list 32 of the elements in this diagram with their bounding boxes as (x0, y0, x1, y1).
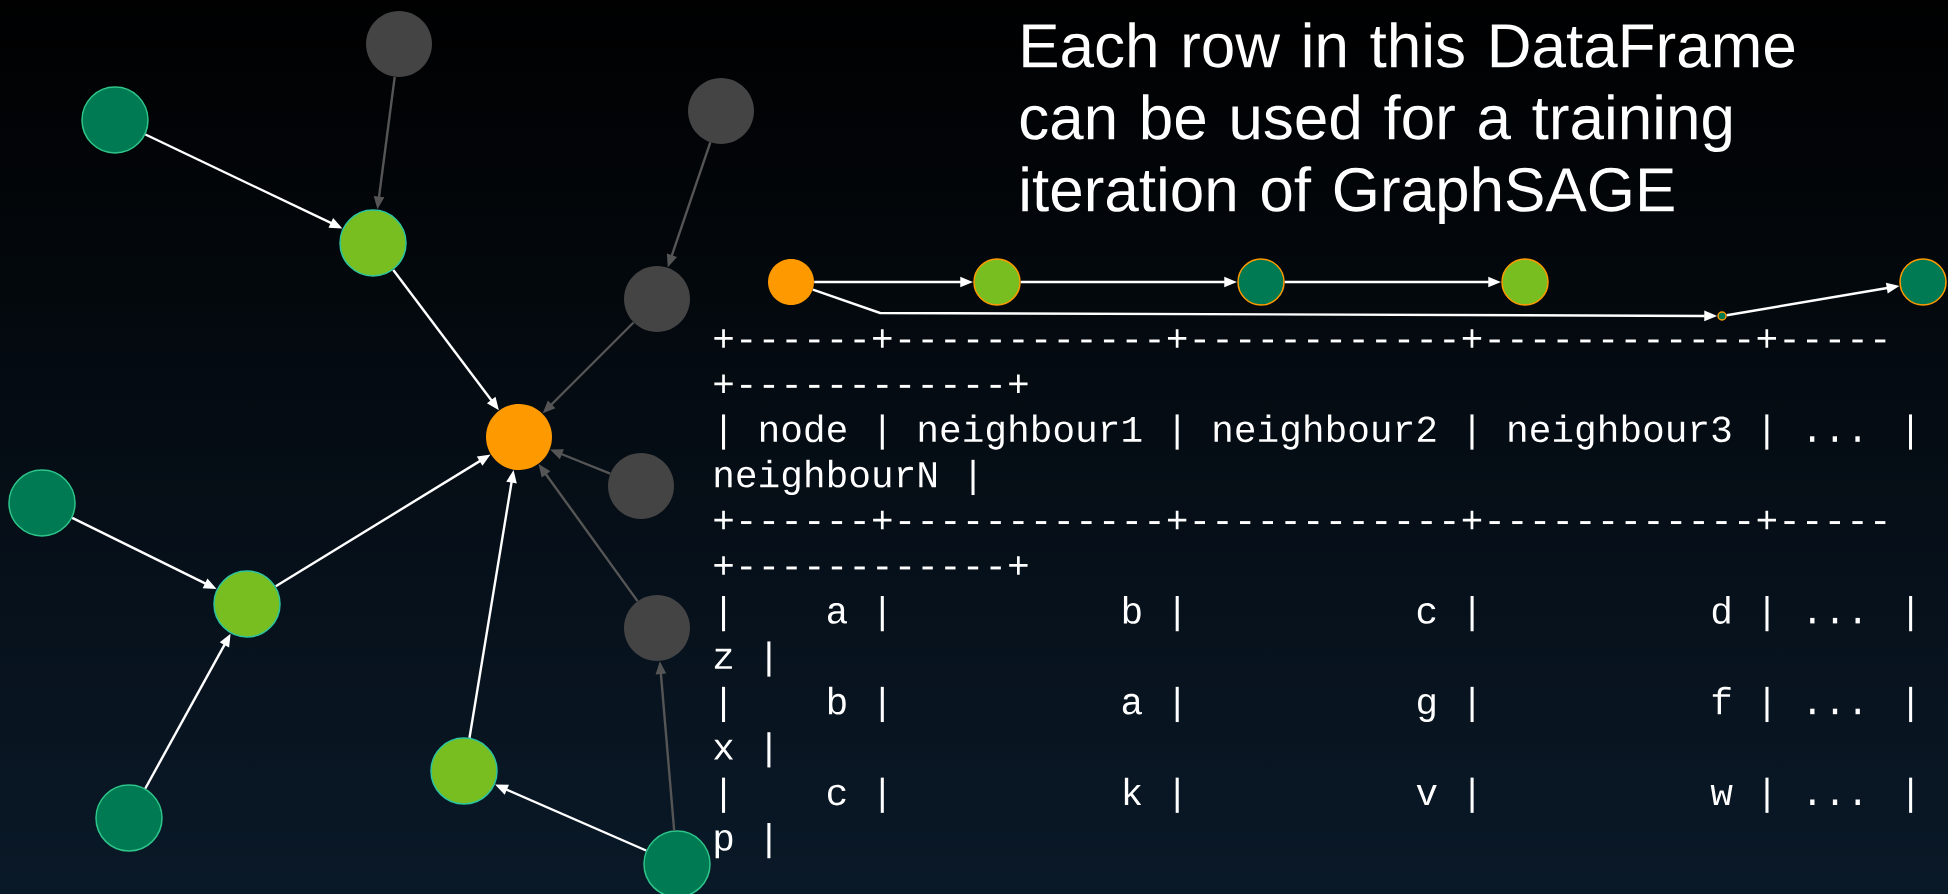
graph-node (688, 78, 754, 144)
ascii-table-line: neighbourN | (715, 459, 975, 496)
graph-node (430, 737, 498, 805)
graph-node (624, 266, 690, 332)
ascii-table-line: z | (714, 641, 771, 677)
ascii-table-line: p | (715, 823, 771, 859)
ascii-table-line: | b | a | g | f | ... | (722, 686, 1913, 723)
ascii-table-line: +------------+ (714, 556, 1028, 575)
graph-node (1899, 258, 1947, 306)
graph-node (8, 469, 76, 537)
ascii-table-line: +------+------------+------------+------------+----- (714, 510, 1886, 530)
ascii-table-line: +------+------------+------------+------------+----- (714, 329, 1886, 348)
graph-node (1501, 258, 1549, 306)
graph-node (624, 595, 690, 661)
ascii-table-line: | a | b | c | d | ... | (722, 596, 1913, 632)
graph-node (643, 830, 711, 894)
graph-node (1717, 311, 1727, 321)
graph-node (768, 259, 814, 305)
graph-node (81, 86, 149, 154)
ascii-table-line: | c | k | v | w | ... | (722, 777, 1913, 813)
graph-node (608, 453, 674, 519)
caption-text: Each row in this DataFrame can be used for a training iteration of GraphSAGE (1020, 22, 1795, 224)
graph-node (486, 404, 552, 470)
ascii-table-line: | node | neighbour1 | neighbour2 | neighbour3 | ... | (722, 414, 1913, 450)
ascii-table-line: +------------+ (714, 374, 1028, 394)
graph-node (973, 258, 1021, 306)
graph-node (213, 570, 281, 638)
ascii-table-line: x | (713, 732, 771, 768)
graph-node (1237, 258, 1285, 306)
graph-node (366, 11, 432, 77)
graph-node (339, 209, 407, 277)
graph-node (95, 784, 163, 852)
